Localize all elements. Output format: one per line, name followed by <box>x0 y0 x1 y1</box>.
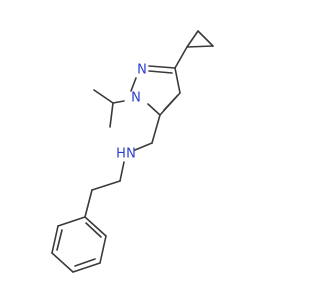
atom-n-pyrazole-1: N <box>131 91 141 106</box>
bond-ph-2 <box>99 235 107 264</box>
atom-n-amine: N <box>126 147 136 162</box>
atom-h-amine: H <box>116 147 126 162</box>
bond-c2-phenyl <box>84 189 93 218</box>
bond-ch-me1 <box>93 89 114 104</box>
bond-cp-b <box>186 30 199 48</box>
bond-cp-attach <box>174 46 188 69</box>
methylene-linker <box>134 114 161 151</box>
bond-ph-inner-1 <box>85 222 102 238</box>
bond-ph-inner-2 <box>74 258 96 267</box>
bond-ph-5 <box>51 225 59 254</box>
isopropyl-group <box>93 89 125 128</box>
bond-ph-4 <box>51 252 74 273</box>
bond-cp-a <box>186 45 214 48</box>
bond-c5-c4-second <box>163 94 179 111</box>
atom-n-pyrazole-2: N <box>137 63 147 78</box>
bond-n2-n1 <box>130 77 137 92</box>
bond-c4-c3 <box>174 67 181 94</box>
benzene-ring <box>51 216 107 273</box>
bond-ph-inner-3 <box>56 229 63 251</box>
bond-nh-c1 <box>119 161 125 182</box>
bond-ch-me2 <box>109 102 114 128</box>
cyclopropyl-group <box>174 30 214 69</box>
bond-n1-c5 <box>147 103 161 116</box>
atom-labels: N N N H <box>116 63 147 162</box>
pyrazole-ring <box>130 65 181 116</box>
phenethyl-chain <box>84 161 125 218</box>
molecule-structure: N N N H <box>51 30 214 273</box>
bond-c3-n2-second <box>148 70 173 74</box>
bond-c3-n2 <box>148 65 176 69</box>
bond-c1-c2 <box>91 180 121 191</box>
bond-ph-6 <box>57 216 86 227</box>
bond-n1-ch <box>112 100 125 104</box>
bond-cp-c <box>197 30 214 47</box>
bond-ph-3 <box>72 262 101 273</box>
bond-ch2-nh <box>134 142 153 151</box>
bond-ph-1 <box>84 216 107 237</box>
bond-c5-ch2 <box>151 114 161 144</box>
